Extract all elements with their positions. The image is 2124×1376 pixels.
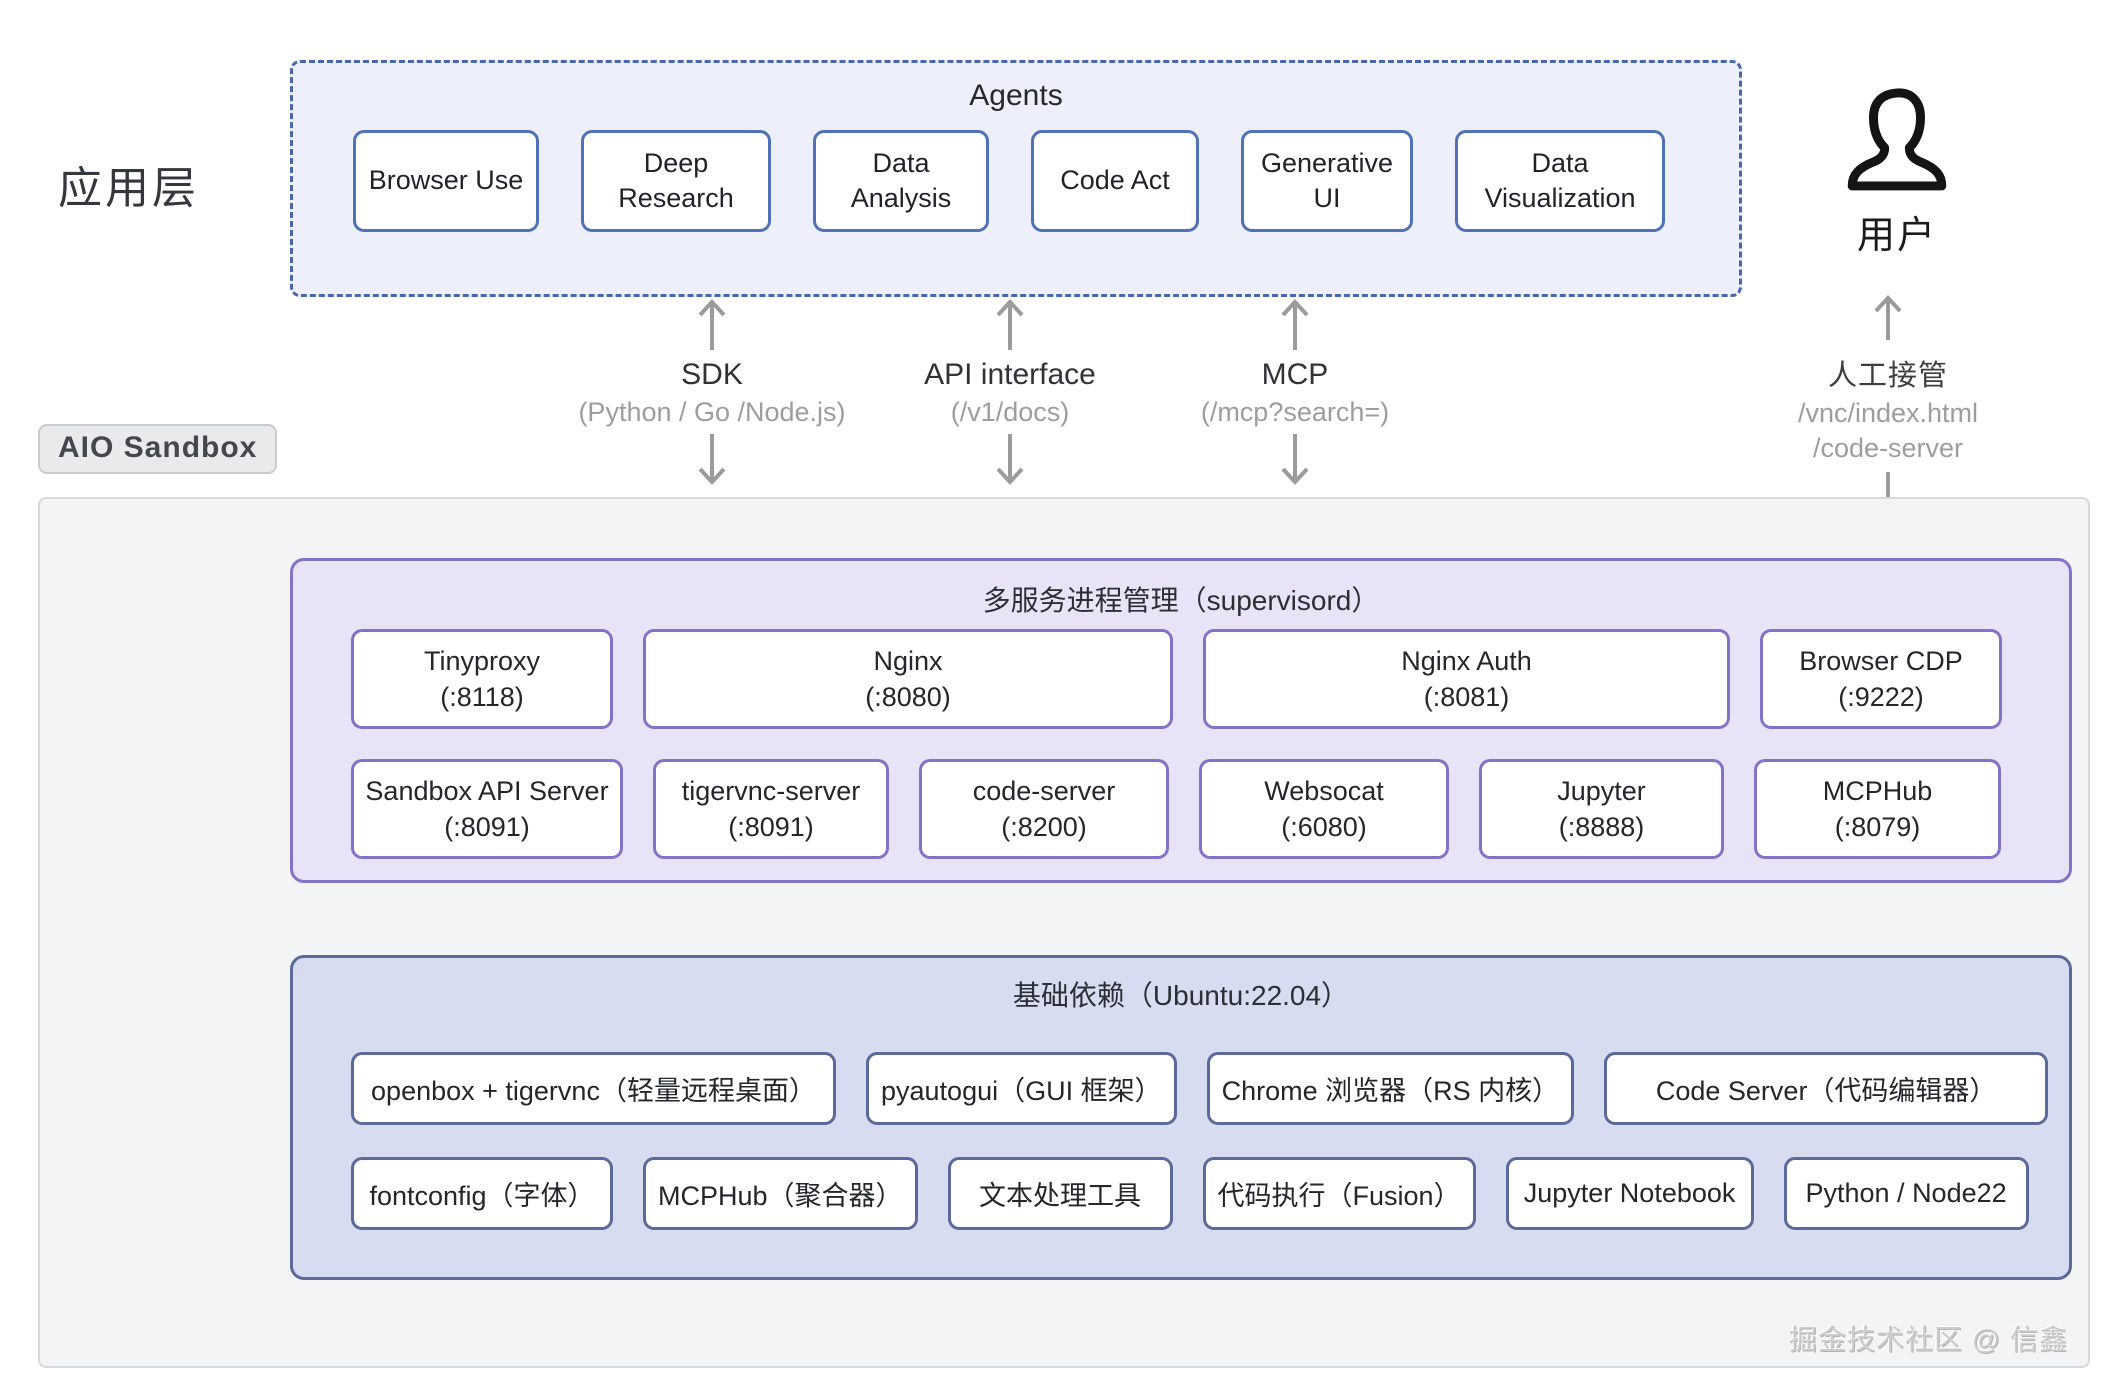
service-box-tigervnc-server: tigervnc-server (:8091) (653, 759, 889, 859)
base-box-text-tools: 文本处理工具 (947, 1157, 1173, 1230)
service-row-2: Sandbox API Server (:8091) tigervnc-serv… (351, 759, 2011, 859)
base-box-pyautogui: pyautogui（GUI 框架） (866, 1052, 1177, 1125)
connector-title: SDK (681, 358, 743, 391)
service-box-sandbox-api-server: Sandbox API Server (:8091) (351, 759, 623, 859)
person-icon (1841, 84, 1953, 196)
service-name: Browser CDP (1799, 645, 1963, 676)
connector-api: API interface (/v1/docs) (800, 298, 1220, 486)
base-layer-title: 基础依赖（Ubuntu:22.04） (1012, 980, 1350, 1011)
service-row-1: Tinyproxy (:8118) Nginx (:8080) Nginx Au… (351, 629, 2011, 729)
agent-label: Code Act (1060, 165, 1170, 196)
base-row-1: openbox + tigervnc（轻量远程桌面） pyautogui（GUI… (351, 1052, 2049, 1125)
base-box-chrome: Chrome 浏览器（RS 内核） (1206, 1052, 1575, 1125)
service-port: (:8080) (865, 682, 951, 712)
service-layer-title: 多服务进程管理（supervisord） (982, 585, 1380, 616)
agent-box-code-act: Code Act (1031, 130, 1199, 232)
base-layer-container: 基础依赖（Ubuntu:22.04） openbox + tigervnc（轻量… (290, 955, 2072, 1280)
agents-row: Browser Use Deep Research Data Analysis … (293, 130, 1739, 232)
agent-box-generative-ui: Generative UI (1241, 130, 1413, 232)
service-name: Nginx Auth (1401, 645, 1532, 676)
service-port: (:8118) (440, 682, 524, 712)
service-port: (:8888) (1558, 812, 1645, 842)
arrow-up-icon (1874, 295, 1902, 340)
base-box-fontconfig: fontconfig（字体） (351, 1157, 613, 1230)
connector-subtitle: (/v1/docs) (950, 397, 1070, 427)
takeover-path-vnc: /vnc/index.html (1797, 398, 1979, 428)
service-name: Nginx (873, 645, 943, 676)
connector-mcp: MCP (/mcp?search=) (1085, 298, 1505, 486)
service-port: (:6080) (1281, 812, 1367, 842)
app-layer-label: 应用层 (58, 164, 199, 213)
connector-subtitle: (/mcp?search=) (1200, 397, 1390, 427)
agent-label: Data Analysis (850, 147, 952, 213)
service-name: Sandbox API Server (365, 775, 609, 806)
base-box-jupyter-notebook: Jupyter Notebook (1505, 1157, 1754, 1230)
connector-title: MCP (1261, 358, 1329, 391)
arrow-up-icon (1281, 299, 1309, 350)
arrow-down-icon (698, 434, 726, 485)
agent-box-deep-research: Deep Research (581, 130, 771, 232)
connector-subtitle: (Python / Go /Node.js) (578, 397, 846, 427)
base-box-code-server: Code Server（代码编辑器） (1604, 1052, 2049, 1125)
service-box-websocat: Websocat (:6080) (1199, 759, 1449, 859)
user-block: 用户 (1822, 84, 1972, 259)
service-port: (:9222) (1838, 682, 1924, 712)
service-port: (:8079) (1834, 812, 1921, 842)
agent-label: Deep Research (618, 147, 734, 213)
base-row-2: fontconfig（字体） MCPHub（聚合器） 文本处理工具 代码执行（F… (351, 1157, 2029, 1230)
footer-credit: 掘金技术社区 @ 信鑫 (1789, 1324, 2068, 1355)
agent-box-data-visualization: Data Visualization (1455, 130, 1665, 232)
base-box-mcphub: MCPHub（聚合器） (643, 1157, 918, 1230)
service-box-code-server: code-server (:8200) (919, 759, 1169, 859)
service-port: (:8081) (1423, 682, 1510, 712)
service-layer-container: 多服务进程管理（supervisord） Tinyproxy (:8118) N… (290, 558, 2072, 883)
agents-title: Agents (969, 79, 1063, 112)
agent-box-data-analysis: Data Analysis (813, 130, 989, 232)
service-name: Tinyproxy (423, 645, 541, 676)
takeover-path-code-server: /code-server (1812, 433, 1964, 463)
base-box-code-exec: 代码执行（Fusion） (1202, 1157, 1476, 1230)
service-name: tigervnc-server (681, 775, 861, 806)
base-box-python-node: Python / Node22 (1783, 1157, 2029, 1230)
service-name: Jupyter (1557, 775, 1646, 806)
user-label: 用户 (1856, 215, 1937, 257)
service-box-nginx-auth: Nginx Auth (:8081) (1203, 629, 1730, 729)
service-box-tinyproxy: Tinyproxy (:8118) (351, 629, 613, 729)
agent-label: Data Visualization (1484, 147, 1636, 213)
connector-sdk: SDK (Python / Go /Node.js) (502, 298, 922, 486)
base-box-openbox-tigervnc: openbox + tigervnc（轻量远程桌面） (351, 1052, 836, 1125)
agents-container: Agents Browser Use Deep Research Data An… (290, 60, 1742, 297)
service-port: (:8091) (444, 812, 530, 842)
takeover-title: 人工接管 (1827, 360, 1948, 392)
service-port: (:8200) (1001, 812, 1087, 842)
arrow-down-icon (996, 434, 1024, 485)
connector-title: API interface (924, 358, 1096, 391)
service-name: Websocat (1264, 775, 1384, 806)
agent-label: Generative UI (1260, 147, 1394, 213)
arrow-up-icon (996, 299, 1024, 350)
takeover-block: 人工接管 /vnc/index.html /code-server (1708, 294, 2068, 518)
arrow-up-icon (698, 299, 726, 350)
agent-box-browser-use: Browser Use (353, 130, 539, 232)
service-name: MCPHub (1822, 775, 1933, 806)
service-port: (:8091) (728, 812, 814, 842)
aio-sandbox-badge: AIO Sandbox (38, 424, 278, 474)
arrow-down-icon (1281, 434, 1309, 485)
service-box-mcphub: MCPHub (:8079) (1754, 759, 2001, 859)
service-box-jupyter: Jupyter (:8888) (1479, 759, 1724, 859)
service-box-browser-cdp: Browser CDP (:9222) (1760, 629, 2002, 729)
service-name: code-server (972, 775, 1116, 806)
agent-label: Browser Use (368, 165, 524, 196)
service-box-nginx: Nginx (:8080) (643, 629, 1173, 729)
